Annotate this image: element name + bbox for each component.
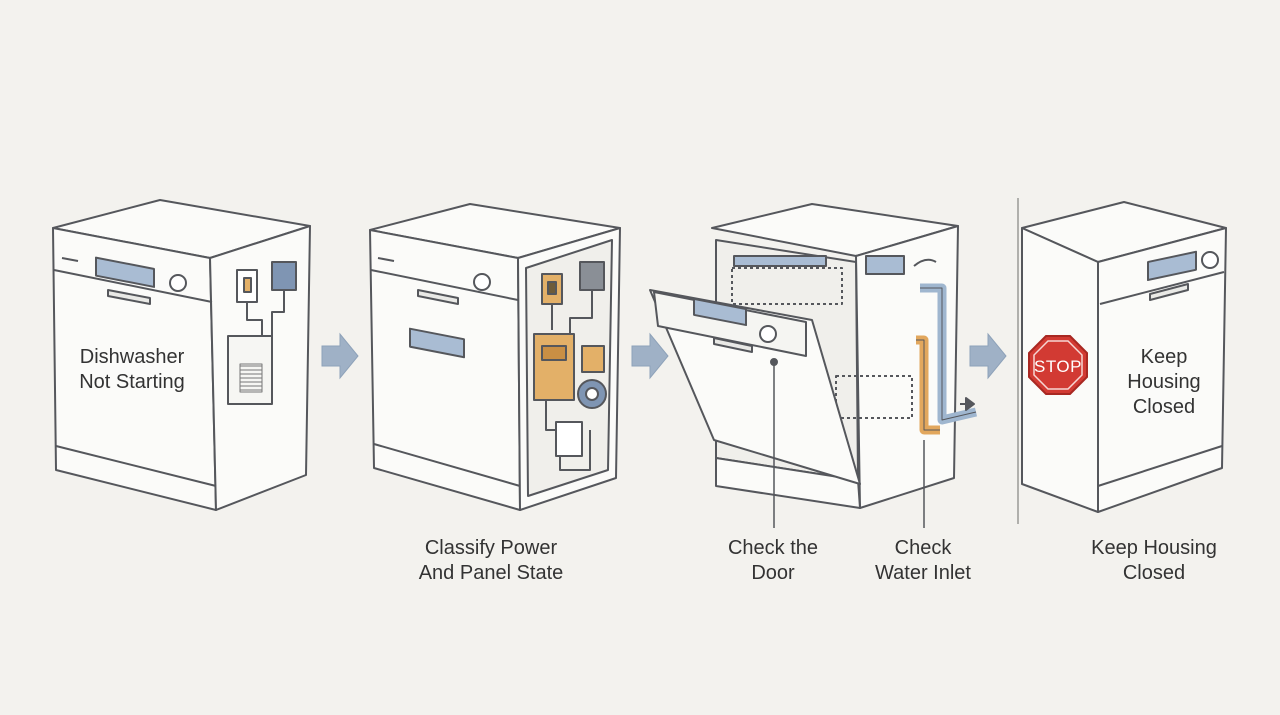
arrow-right-icon <box>965 397 975 411</box>
control-dial <box>473 273 491 291</box>
control-dial <box>759 325 777 343</box>
arrow-right-icon <box>969 332 1007 380</box>
upper-rack <box>731 267 843 305</box>
dishwasher-door <box>649 289 861 485</box>
stop-sign-icon: STOP <box>1028 335 1088 395</box>
arrow-right-icon <box>321 332 359 380</box>
junction-box-icon <box>271 261 297 291</box>
control-display <box>1147 250 1197 282</box>
panel4-overlay-label: Keep Housing Closed <box>1127 346 1201 418</box>
caption-check-door: Check the Door <box>727 537 819 584</box>
control-display <box>693 297 747 327</box>
control-display <box>409 327 465 359</box>
arrow-right-icon <box>631 332 669 380</box>
caption-keep-housing-closed: Keep Housing Closed <box>1091 537 1217 584</box>
control-board-icon <box>533 333 575 401</box>
control-dial <box>1201 251 1219 269</box>
panel-classify-power <box>369 203 621 511</box>
lower-rack <box>835 375 913 419</box>
panel1-overlay-label: Dishwasher Not Starting <box>79 346 185 393</box>
stop-sign-text: STOP <box>1034 357 1082 376</box>
panel-check-door-inlet <box>649 203 978 528</box>
caption-check-water-inlet: Check Water Inlet <box>875 537 971 584</box>
control-display <box>95 256 155 288</box>
panel-dishwasher-not-starting <box>52 199 311 511</box>
control-dial <box>169 274 187 292</box>
caption-classify-power: Classify Power And Panel State <box>418 537 564 584</box>
junction-box-icon <box>579 261 605 291</box>
